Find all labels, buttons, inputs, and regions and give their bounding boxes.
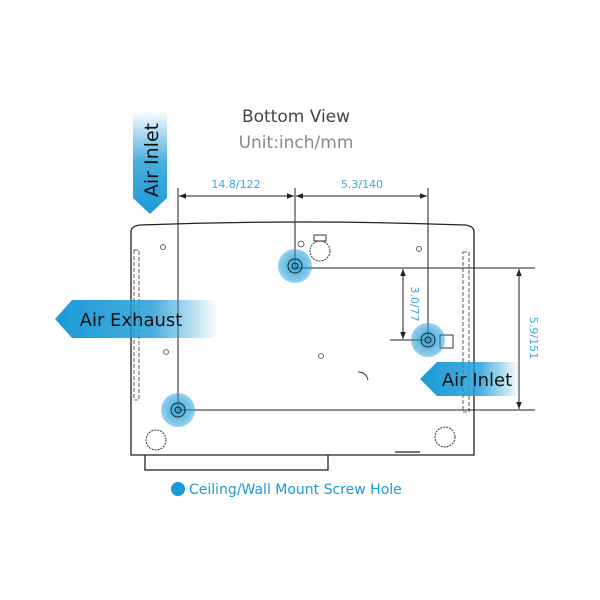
adjustable-feet: [145, 234, 456, 451]
legend-dot-icon: [171, 482, 185, 496]
svg-text:Air Exhaust: Air Exhaust: [80, 310, 183, 331]
title: Bottom View: [242, 107, 350, 127]
legend-label: Ceiling/Wall Mount Screw Hole: [189, 482, 402, 498]
svg-text:Air Inlet: Air Inlet: [442, 370, 512, 391]
mount-hole-top: [278, 249, 312, 283]
mount-hole-right: [411, 323, 445, 357]
dim-height-small: 3.0/77: [408, 286, 421, 321]
air-exhaust-arrow: Air Exhaust: [55, 300, 218, 338]
dim-width-left: 14.8/122: [211, 178, 260, 191]
mount-screw-holes: [161, 249, 445, 427]
dim-height-large: 5.9/151: [527, 317, 540, 359]
unit-label: Unit:inch/mm: [239, 133, 354, 153]
air-inlet-right-arrow: Air Inlet: [420, 362, 520, 396]
dim-width-right: 5.3/140: [341, 178, 383, 191]
dimension-lines: [177, 188, 535, 411]
vent-right: [462, 251, 470, 413]
lens-mark: [357, 371, 369, 381]
projector-body: [130, 221, 475, 471]
small-screws: [160, 240, 422, 359]
svg-text:Air Inlet: Air Inlet: [141, 123, 163, 197]
mount-hole-left: [161, 393, 195, 427]
air-inlet-top-arrow: Air Inlet: [133, 110, 167, 214]
